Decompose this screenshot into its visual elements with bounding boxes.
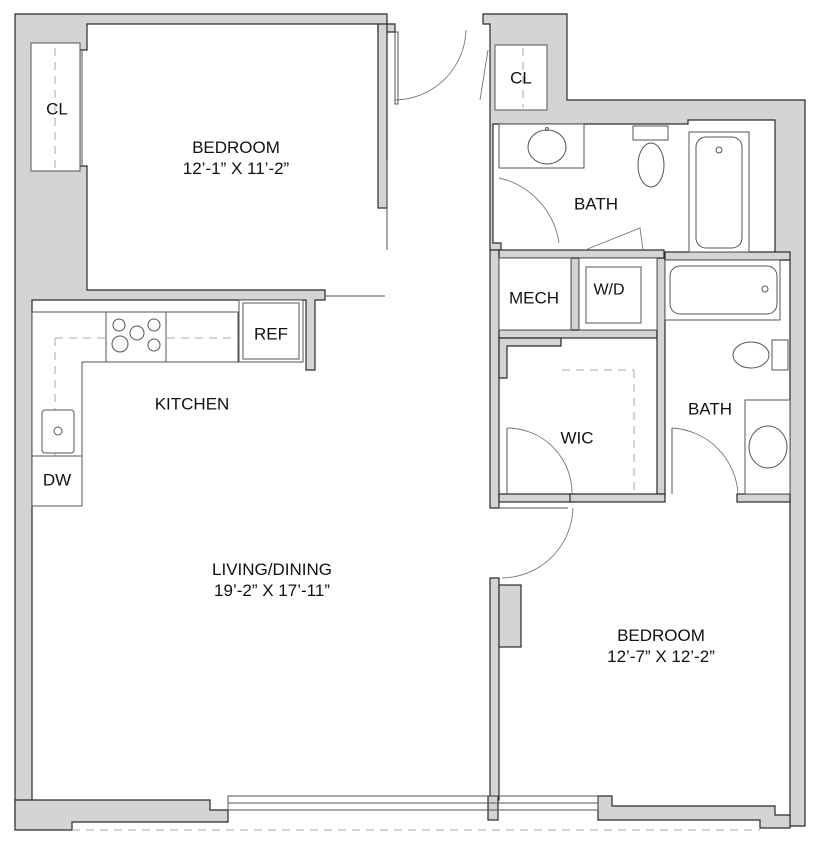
room-label-wic: WIC [560, 428, 594, 448]
fixture-label-dw: DW [42, 470, 72, 490]
kitchen-sink [41, 409, 75, 454]
room-label-bath-2: BATH [687, 399, 733, 419]
refrigerator [238, 299, 304, 363]
wic-door-swing [506, 427, 573, 495]
dishwasher [31, 455, 83, 507]
room-label-wd: W/D [593, 281, 625, 299]
room-dimensions: 19’-2” X 17’-11” [214, 581, 330, 600]
bedroom-2-door-swing [501, 507, 574, 579]
room-label-bedroom-1: BEDROOM 12’-1” X 11’-2” [183, 137, 289, 179]
room-label-kitchen: KITCHEN [154, 394, 230, 414]
mech-room [498, 257, 572, 331]
bath-1-fixtures [498, 123, 750, 253]
room-name: BEDROOM [617, 626, 705, 645]
fixture-label-ref: REF [254, 324, 288, 344]
wd-room [578, 257, 658, 331]
room-name: BEDROOM [192, 138, 280, 157]
closet-2 [494, 44, 548, 111]
room-dimensions: 12’-7” X 12’-2” [607, 647, 715, 666]
walls [14, 13, 806, 831]
windows [72, 795, 760, 831]
room-label-living-dining: LIVING/DINING 19’-2” X 17’-11” [212, 559, 332, 601]
room-label-closet-2: CL [510, 68, 532, 88]
room-label-bedroom-2: BEDROOM 12’-7” X 12’-2” [607, 625, 715, 667]
entry-door-swing [394, 29, 467, 101]
room-label-mech: MECH [508, 288, 560, 308]
room-dimensions: 12’-1” X 11’-2” [182, 159, 290, 178]
room-name: LIVING/DINING [212, 560, 332, 579]
room-label-bath-1: BATH [573, 194, 619, 214]
kitchen-counters [31, 299, 305, 507]
bath-2-fixtures [664, 259, 791, 495]
room-label-closet-1: CL [46, 99, 68, 119]
